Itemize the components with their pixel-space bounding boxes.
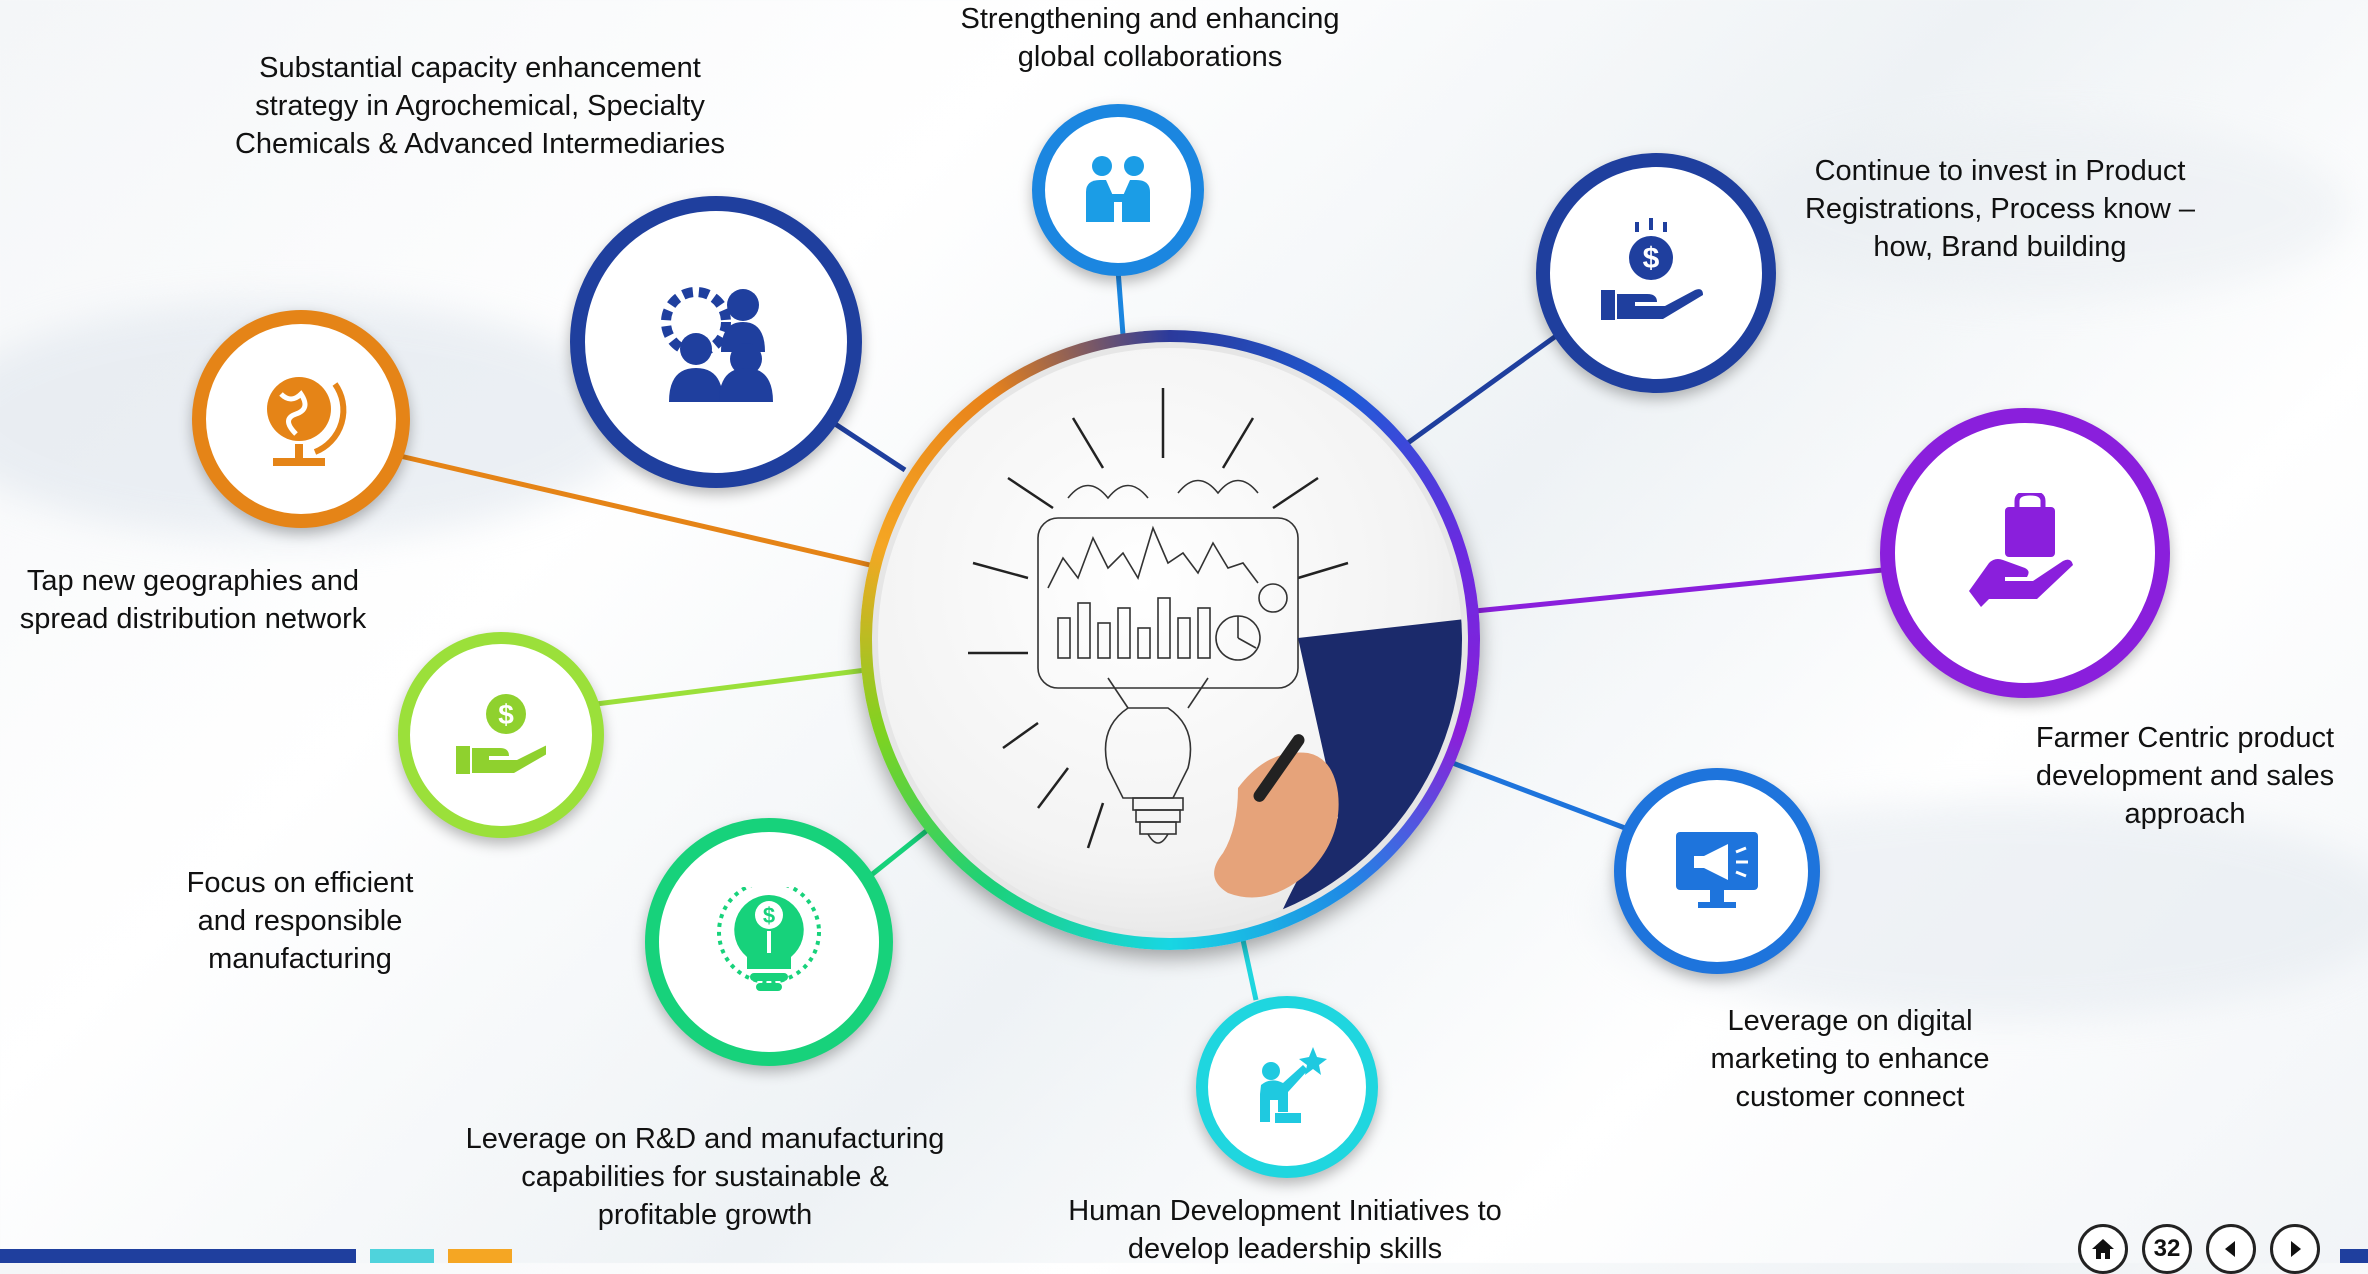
connector-collab [1115,269,1126,336]
footer-bar-right [2340,1249,2368,1263]
hand-shopping-bag-icon [1969,493,2073,607]
background-streak [1750,120,2350,300]
team-gear-icon [661,287,773,402]
node-invest[interactable]: $ [1536,153,1776,393]
svg-text:$: $ [1643,242,1660,275]
label-hr: Human Development Initiatives to develop… [1068,1195,1502,1265]
node-hr[interactable] [1196,996,1378,1178]
idea-sketch-illustration [968,388,1462,932]
label-manufacturing: Focus on efficient and responsible manuf… [186,867,414,975]
node-farmer[interactable] [1880,408,2170,698]
connector-invest [1403,333,1558,448]
monitor-megaphone-icon [1676,832,1758,908]
pen [1253,734,1305,802]
connector-manufacturing [595,667,867,707]
hub-image [872,342,1468,938]
node-digital[interactable] [1614,768,1820,974]
label-farmer: Farmer Centric product development and s… [2035,722,2335,830]
triangle-right-icon [2291,1241,2301,1257]
home-icon [2092,1239,2114,1259]
footer-bar-orange [448,1249,512,1263]
previous-slide-button[interactable] [2206,1224,2256,1274]
center-hub [860,330,1480,950]
label-collab: Strengthening and enhancing global colla… [960,3,1340,73]
page-number: 32 [2142,1224,2192,1274]
home-button[interactable] [2078,1224,2128,1274]
node-capacity[interactable] [570,196,862,488]
svg-text:$: $ [763,903,775,928]
node-manufacturing[interactable]: $ [398,632,604,838]
person-reaching-star-icon [1260,1047,1327,1123]
connector-geo [399,453,871,568]
connector-farmer [1474,567,1884,614]
triangle-left-icon [2225,1241,2235,1257]
label-geo: Tap new geographies and spread distribut… [19,565,367,635]
hand-dollar-coin-icon: $ [1601,218,1703,320]
node-collab[interactable] [1032,104,1204,276]
label-invest: Continue to invest in Product Registrati… [1804,155,2196,263]
node-geo[interactable] [192,310,410,528]
label-rnd: Leverage on R&D and manufacturing capabi… [465,1123,945,1231]
next-slide-button[interactable] [2270,1224,2320,1274]
label-capacity: Substantial capacity enhancement strateg… [234,52,725,160]
footer-bar-blue [0,1249,356,1263]
node-rnd[interactable]: $ [645,818,893,1066]
footer-bar-teal [370,1249,434,1263]
hand-dollar-icon: $ [456,694,546,774]
connector-hr [1240,939,1259,1001]
label-digital: Leverage on digital marketing to enhance… [1710,1005,1990,1113]
lightbulb-dollar-icon: $ [717,887,821,991]
globe-stand-icon [267,377,347,466]
svg-text:$: $ [498,699,514,730]
handshake-people-icon [1086,156,1150,222]
connector-digital [1449,759,1626,831]
hand [1214,752,1339,898]
